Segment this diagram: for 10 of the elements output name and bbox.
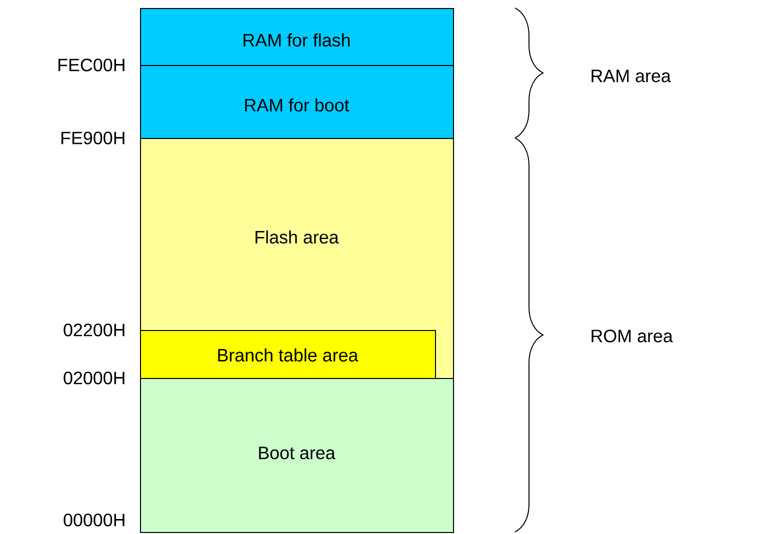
address-label: 02200H <box>64 324 124 336</box>
area-label: RAM area <box>592 70 671 82</box>
memory-region: RAM for boot <box>140 65 454 139</box>
memory-region: Branch table area <box>140 330 436 379</box>
area-label: ROM area <box>592 330 673 342</box>
address-label: 02000H <box>64 372 124 384</box>
memory-region: Boot area <box>140 378 454 533</box>
memory-region: RAM for flash <box>140 8 454 66</box>
address-label: FE900H <box>62 132 124 144</box>
address-label: FEC00H <box>58 58 124 72</box>
